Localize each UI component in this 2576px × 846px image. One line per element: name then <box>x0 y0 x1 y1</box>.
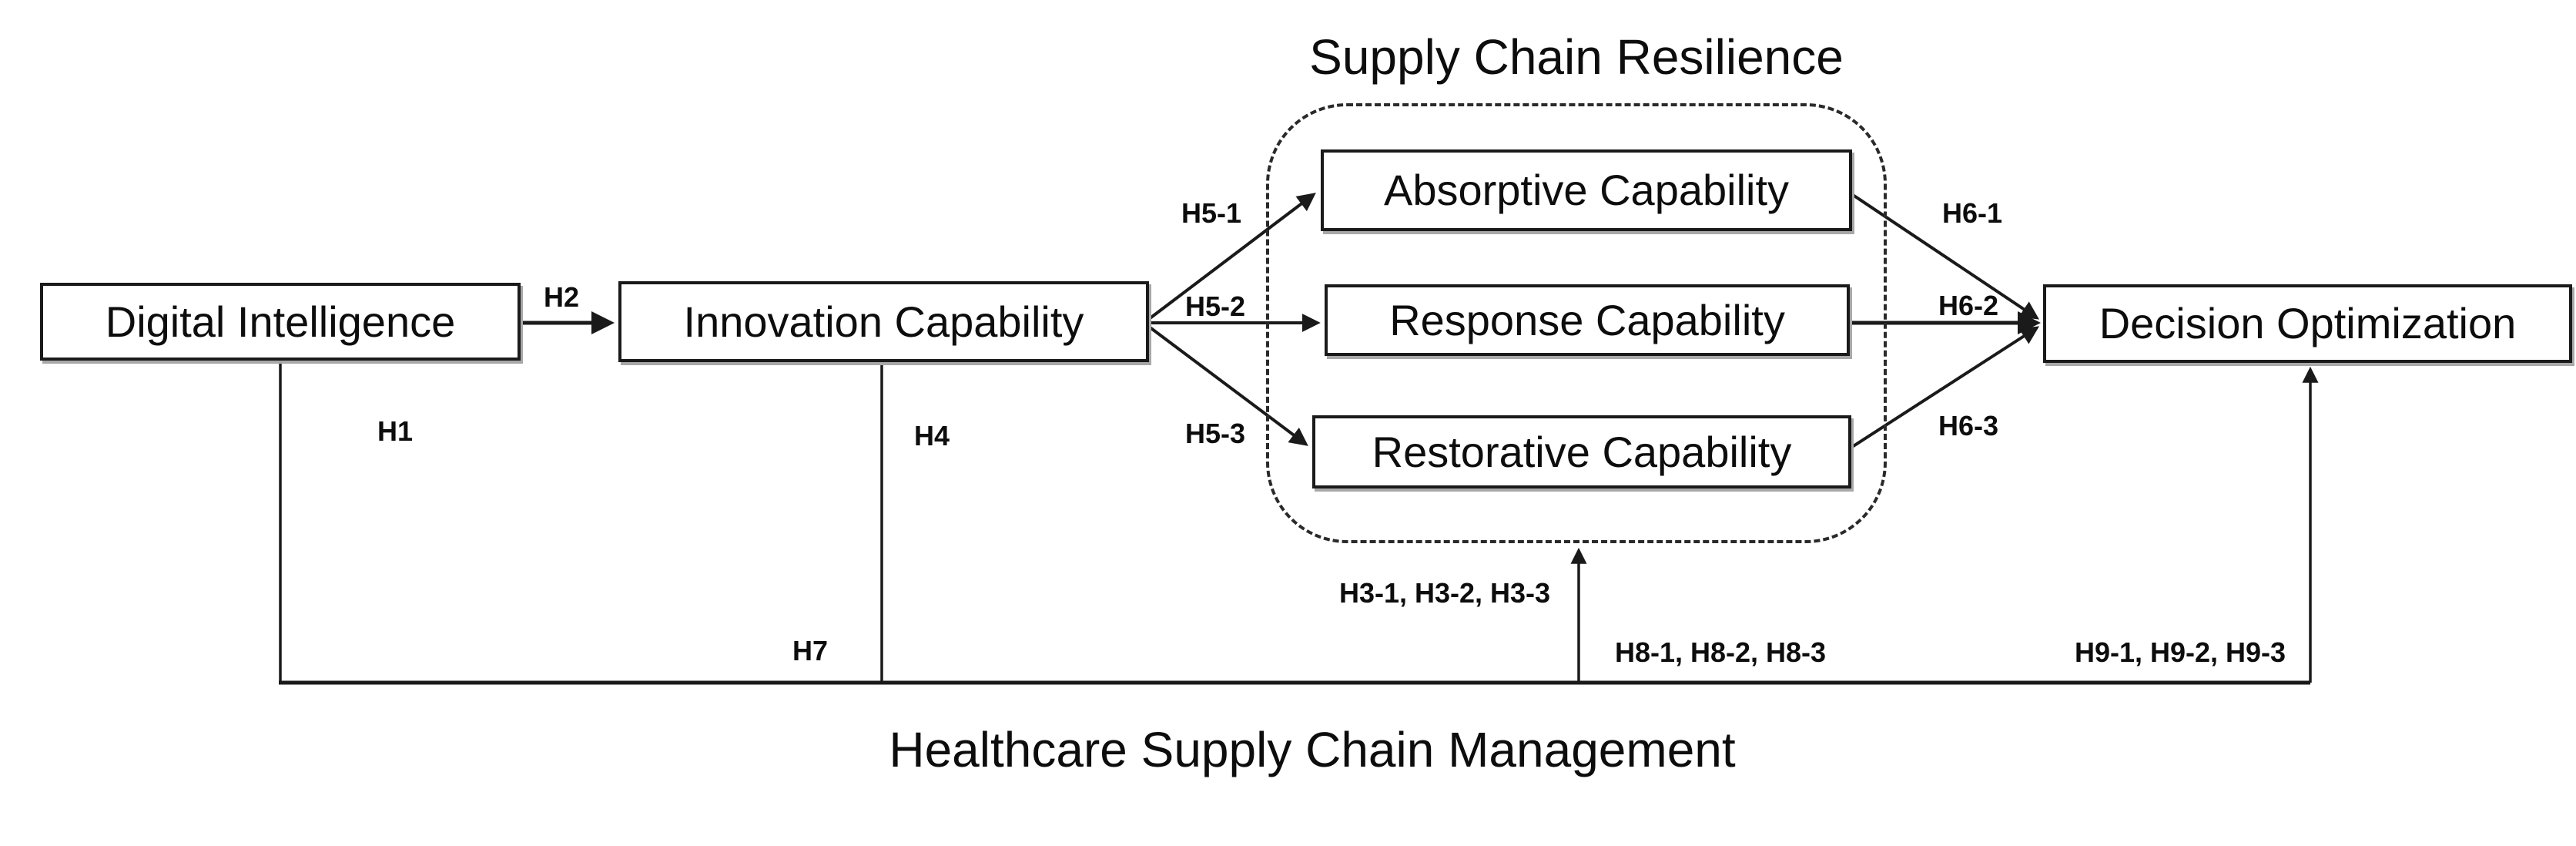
edge-label-h5-3: H5-3 <box>1184 418 1246 449</box>
edge-label-h9: H9-1, H9-2, H9-3 <box>2074 636 2286 668</box>
edge-label-h7: H7 <box>792 635 829 666</box>
node-response-capability: Response Capability <box>1325 284 1850 356</box>
supply-chain-resilience-group-title: Supply Chain Resilience <box>1309 29 1844 85</box>
edge-h5-1 <box>1147 193 1316 321</box>
edge-h6-3 <box>1851 326 2040 448</box>
node-decision-optimization: Decision Optimization <box>2043 284 2572 363</box>
edge-label-h6-3: H6-3 <box>1938 410 1999 441</box>
edge-label-h3: H3-1, H3-2, H3-3 <box>1338 577 1551 609</box>
edge-h6-1 <box>1851 193 2039 320</box>
edge-label-h5-1: H5-1 <box>1181 197 1242 229</box>
edge-label-h6-1: H6-1 <box>1941 197 2003 229</box>
edge-label-h4: H4 <box>913 420 950 452</box>
node-innovation-capability: Innovation Capability <box>618 281 1149 362</box>
edge-label-h6-2: H6-2 <box>1938 290 1999 321</box>
hscm-moderator-label: Healthcare Supply Chain Management <box>889 722 1736 777</box>
edge-label-h5-2: H5-2 <box>1184 290 1246 322</box>
edge-label-h8: H8-1, H8-2, H8-3 <box>1614 636 1827 668</box>
edge-label-h2: H2 <box>543 281 580 313</box>
edge-label-h1: H1 <box>377 415 414 447</box>
edge-h5-3 <box>1147 325 1308 446</box>
supply-chain-resilience-group-outline <box>1266 103 1887 543</box>
node-restorative-capability: Restorative Capability <box>1312 415 1851 488</box>
node-absorptive-capability: Absorptive Capability <box>1321 149 1852 231</box>
node-digital-intelligence: Digital Intelligence <box>40 283 521 361</box>
